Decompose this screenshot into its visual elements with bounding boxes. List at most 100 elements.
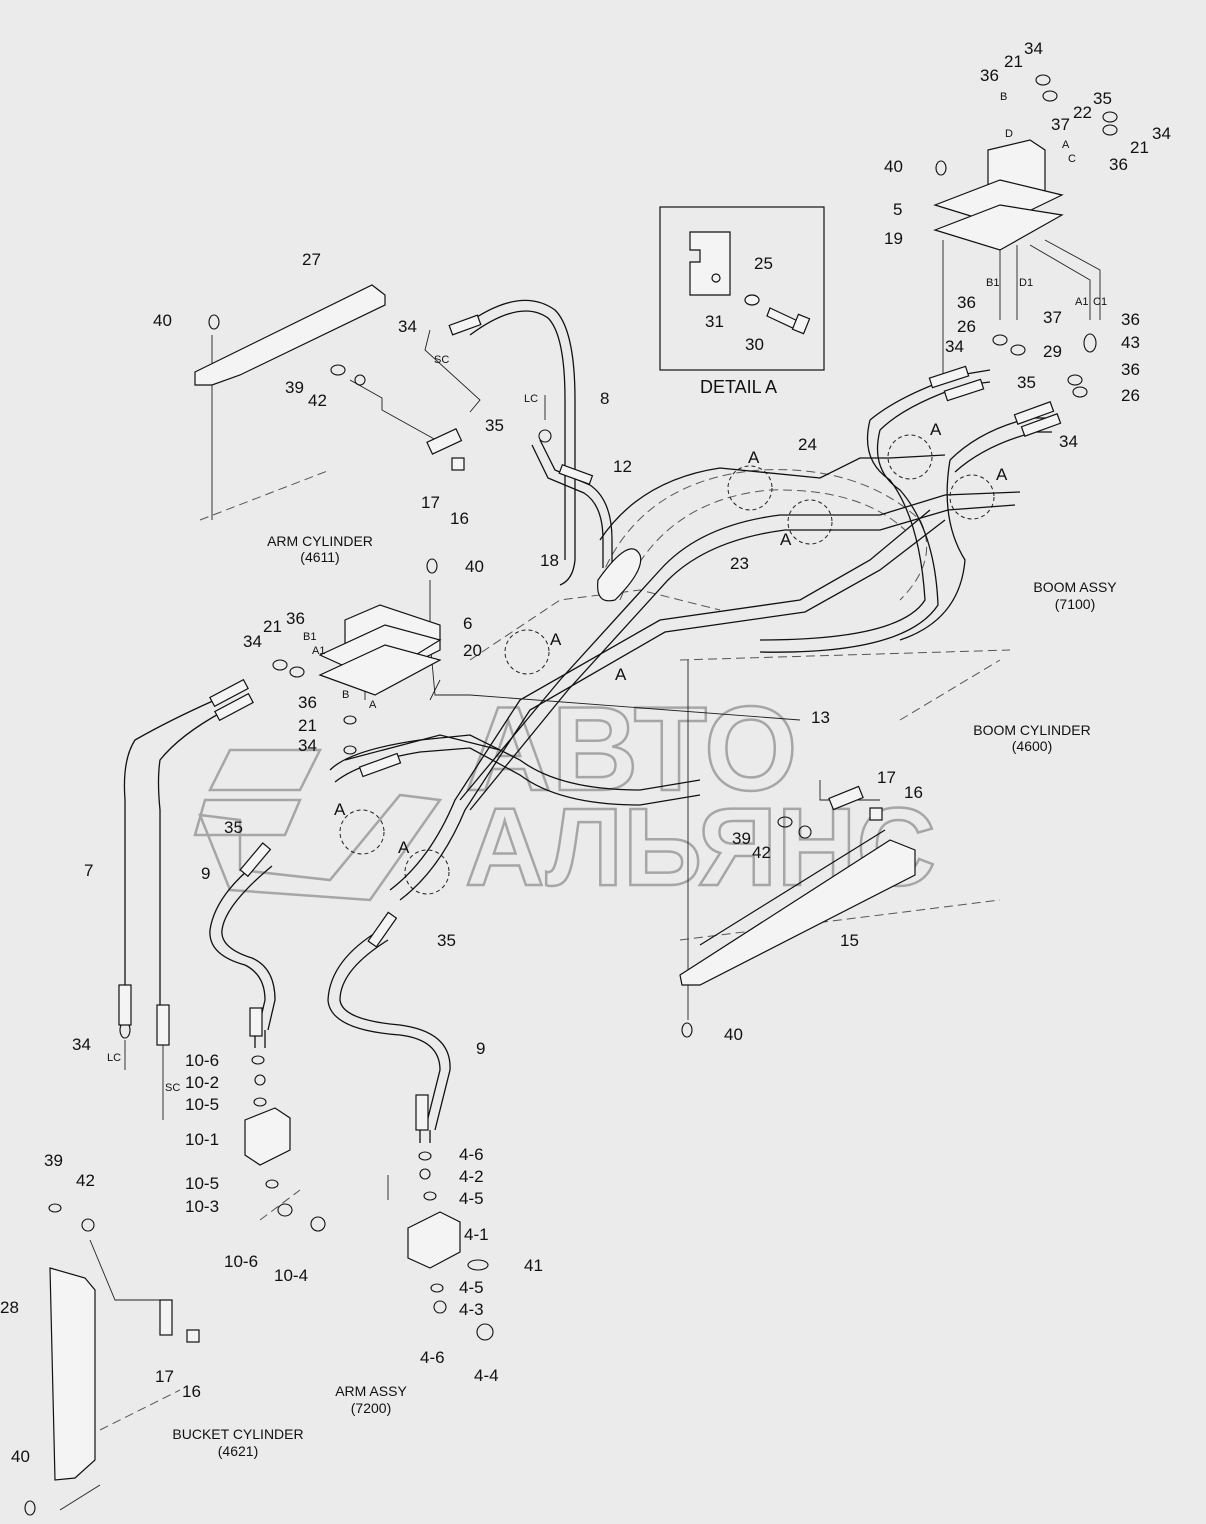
callout-number: 40 (11, 1447, 30, 1466)
callout-number: 5 (893, 200, 902, 219)
callout-number: 26 (1121, 386, 1140, 405)
callout-number: 4-6 (420, 1348, 445, 1367)
section-marker: A (996, 465, 1008, 484)
callout-number: 16 (182, 1382, 201, 1401)
callout-number: 34 (243, 632, 262, 651)
port-label: B1 (986, 277, 999, 289)
callout-number: 37 (1043, 308, 1062, 327)
caption-arm-assy-l2: (7200) (351, 1400, 391, 1416)
port-label: SC (165, 1082, 180, 1094)
callout-number: 9 (201, 864, 210, 883)
callout-number: 43 (1121, 333, 1140, 352)
callout-number: 40 (153, 311, 172, 330)
caption-boom-assy-l2: (7100) (1055, 596, 1095, 612)
callout-number: 7 (84, 861, 93, 880)
callout-number: 10-1 (185, 1130, 219, 1149)
callout-number: 4-5 (459, 1278, 484, 1297)
callout-number: 27 (302, 250, 321, 269)
port-label: D1 (1019, 277, 1033, 289)
caption-bucket-cylinder-l1: BUCKET CYLINDER (172, 1426, 303, 1442)
callout-numbers: 34 21 36 35 22 37 34 21 36 40 5 19 25 31… (0, 39, 1171, 1466)
callout-number: 16 (450, 509, 469, 528)
callout-number: 40 (884, 157, 903, 176)
port-label: C1 (1093, 296, 1107, 308)
callout-number: 22 (1073, 103, 1092, 122)
caption-boom-assy-l1: BOOM ASSY (1033, 579, 1117, 595)
callout-number: 24 (798, 435, 817, 454)
callout-number: 39 (732, 829, 751, 848)
callout-number: 21 (263, 617, 282, 636)
callout-number: 34 (72, 1035, 91, 1054)
callout-number: 17 (877, 768, 896, 787)
leaders (59, 239, 1101, 1511)
callout-number: 29 (1043, 342, 1062, 361)
callout-number: 10-2 (185, 1073, 219, 1092)
section-marker: A (334, 800, 346, 819)
callout-number: 10-5 (185, 1174, 219, 1193)
callout-number: 15 (840, 931, 859, 950)
callout-number: 23 (730, 554, 749, 573)
callout-number: 19 (884, 229, 903, 248)
callout-number: 34 (298, 736, 317, 755)
section-marker: A (550, 630, 562, 649)
callout-number: 17 (155, 1367, 174, 1386)
callout-number: 6 (463, 614, 472, 633)
port-label: A (369, 699, 377, 711)
section-marker: A (930, 420, 942, 439)
port-labels: B D A C B1 D1 A1 C1 SC LC B1 A1 B A LC S… (107, 91, 1107, 1094)
port-label: A (1062, 139, 1070, 151)
callout-number: 4-6 (459, 1145, 484, 1164)
section-marker: A (615, 665, 627, 684)
callout-number: 10-3 (185, 1197, 219, 1216)
callout-number: 10-6 (224, 1252, 258, 1271)
parts (24, 74, 1118, 1516)
callout-number: 10-6 (185, 1051, 219, 1070)
callout-number: 35 (437, 931, 456, 950)
callout-number: 36 (1121, 360, 1140, 379)
port-label: SC (434, 354, 449, 366)
callout-number: 4-2 (459, 1167, 484, 1186)
callout-number: 4-5 (459, 1189, 484, 1208)
callout-number: 39 (285, 378, 304, 397)
callout-number: 25 (754, 254, 773, 273)
callout-number: 42 (76, 1171, 95, 1190)
section-markers: A A A A A A A A A (334, 420, 1008, 895)
port-label: B (1000, 91, 1007, 103)
callout-number: 36 (1109, 155, 1128, 174)
port-label: B (342, 689, 349, 701)
caption-arm-cylinder-l1: ARM CYLINDER (267, 533, 373, 549)
callout-number: 30 (745, 335, 764, 354)
callout-number: 40 (465, 557, 484, 576)
port-label: A1 (1075, 296, 1088, 308)
caption-arm-cylinder-l2: (4611) (300, 549, 339, 565)
callout-number: 36 (980, 66, 999, 85)
callout-number: 4-3 (459, 1300, 484, 1319)
callout-number: 4-1 (464, 1225, 489, 1244)
section-marker: A (780, 530, 792, 549)
callout-number: 16 (904, 783, 923, 802)
callout-number: 21 (298, 716, 317, 735)
callout-number: 8 (600, 389, 609, 408)
callout-number: 35 (1093, 89, 1112, 108)
callout-number: 31 (705, 312, 724, 331)
callout-number: 10-4 (274, 1266, 308, 1285)
callout-number: 28 (0, 1298, 19, 1317)
callout-number: 21 (1004, 52, 1023, 71)
callout-number: 9 (476, 1039, 485, 1058)
callout-number: 39 (44, 1151, 63, 1170)
section-marker: A (398, 838, 410, 857)
port-label: C (1068, 153, 1076, 165)
boom-outline (99, 469, 1011, 1431)
callout-number: 35 (485, 416, 504, 435)
caption-boom-cylinder-l1: BOOM CYLINDER (973, 722, 1090, 738)
callout-number: 17 (421, 493, 440, 512)
port-label: LC (107, 1052, 121, 1064)
callout-number: 40 (724, 1025, 743, 1044)
callout-number: 12 (613, 457, 632, 476)
caption-arm-assy-l1: ARM ASSY (335, 1383, 407, 1399)
caption-bucket-cylinder-l2: (4621) (218, 1443, 258, 1459)
callout-number: 13 (811, 708, 830, 727)
callout-number: 26 (957, 317, 976, 336)
